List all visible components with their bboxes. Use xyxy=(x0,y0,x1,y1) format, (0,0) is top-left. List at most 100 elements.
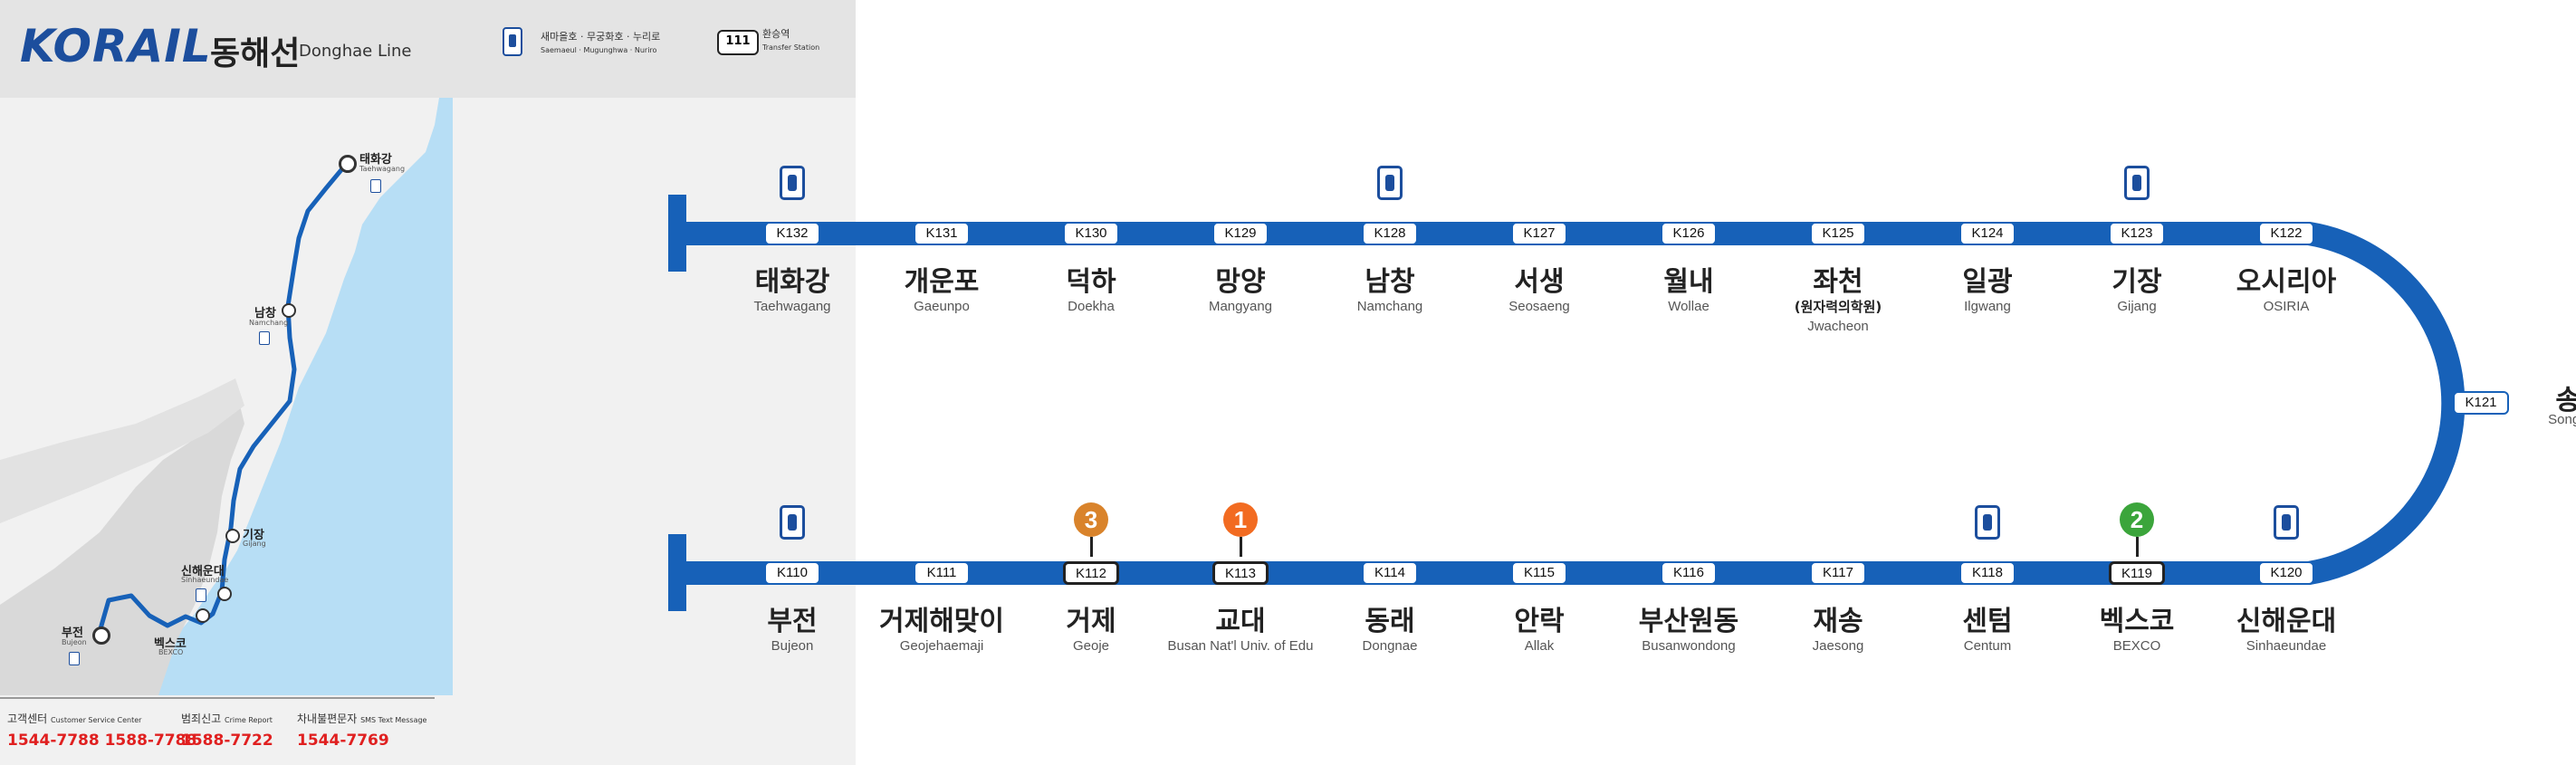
station-code-box: K115 xyxy=(1511,561,1567,585)
train-icon xyxy=(780,505,805,540)
station-name: 남창 xyxy=(1365,266,1415,298)
station-code-box: K124 xyxy=(1959,222,2016,245)
sea-area xyxy=(154,98,453,695)
station-name: 일광 xyxy=(1962,266,2013,298)
map-station-name: 벡스코 xyxy=(154,637,187,651)
footer-label-en: SMS Text Message xyxy=(360,716,427,724)
station-name: 신해운대 xyxy=(2236,606,2337,637)
train-icon xyxy=(2274,505,2299,540)
station-note: (원자력의학원) xyxy=(1794,299,1882,315)
train-icon xyxy=(780,166,805,200)
sms-message-phone: 1544-7769 xyxy=(297,732,389,750)
route-map xyxy=(0,98,453,695)
station-name: 좌천 xyxy=(1813,266,1863,298)
map-station-name: 태화강 xyxy=(359,153,392,167)
station-name-en: Bujeon xyxy=(771,638,814,654)
map-station-name-en: Namchang xyxy=(249,319,289,327)
map-station-name-en: Taehwagang xyxy=(359,165,406,173)
header-bar: KORAIL 동해선 Donghae Line 새마을호 · 무궁화호 · 누리… xyxy=(0,0,856,98)
station-name-en: Geoje xyxy=(1072,638,1110,654)
map-station-name-en: Sinhaeundae xyxy=(181,576,229,584)
station-name-en: BEXCO xyxy=(2112,638,2161,654)
station-name-en: Busan Nat'l Univ. of Edu xyxy=(1167,638,1314,654)
train-icon xyxy=(1975,505,2000,540)
station-code-box: K123 xyxy=(2109,222,2165,245)
station-code-box: K125 xyxy=(1810,222,1866,245)
station-name-en: Centum xyxy=(1963,638,2012,654)
station-code-box: K131 xyxy=(914,222,970,245)
land-shade-2 xyxy=(0,378,244,523)
legend-transfer-text: 환승역 Transfer Station xyxy=(762,27,819,54)
station-name-en: Seosaeng xyxy=(1508,299,1570,314)
station-name-en: Gijang xyxy=(2117,299,2157,314)
station-name: 월내 xyxy=(1663,266,1714,298)
footer-label-ko: 차내불편문자 xyxy=(297,712,358,725)
footer-label: 고객센터 Customer Service Center xyxy=(7,711,141,726)
station-name-en: Jaesong xyxy=(1812,638,1864,654)
station-name: 오시리아 xyxy=(2236,266,2337,298)
station-name-en: Doekha xyxy=(1068,299,1115,314)
train-icon xyxy=(2124,166,2150,200)
crime-report-phone: 1588-7722 xyxy=(181,732,273,750)
station-code-box: K112 xyxy=(1063,561,1119,585)
station-name: 개운포 xyxy=(904,266,980,298)
station-name: 망양 xyxy=(1215,266,1266,298)
badge-connector xyxy=(2135,537,2139,557)
map-station-name: 기장 xyxy=(243,529,264,542)
transfer-legend-box: 111 xyxy=(717,30,759,55)
customer-service-phone: 1544-7788 1588-7788 xyxy=(7,732,197,750)
station-code-box: K114 xyxy=(1362,561,1418,585)
station-name-en: Dongnae xyxy=(1362,638,1418,654)
station-code-box: K116 xyxy=(1661,561,1717,585)
station-name-en: Mangyang xyxy=(1208,299,1273,314)
station-code-box: K130 xyxy=(1063,222,1119,245)
map-station-marker xyxy=(225,529,240,543)
station-name: 교대 xyxy=(1215,606,1266,637)
footer-divider xyxy=(0,697,435,699)
footer-label-en: Customer Service Center xyxy=(51,716,142,724)
station-name: 벡스코 xyxy=(2099,606,2175,637)
station-code-box: K113 xyxy=(1212,561,1269,585)
station-name-en: Wollae xyxy=(1668,299,1709,314)
station-name: 안락 xyxy=(1514,606,1565,637)
map-station-name: 신해운대 xyxy=(181,565,225,579)
map-station-marker xyxy=(217,587,232,601)
station-name: 부산원동 xyxy=(1638,606,1739,637)
station-name: 부전 xyxy=(767,606,818,637)
station-code-box: K129 xyxy=(1212,222,1269,245)
map-station-name-en: BEXCO xyxy=(158,648,184,656)
map-station-marker xyxy=(196,608,210,623)
map-station-marker xyxy=(339,155,357,173)
station-name: 태화강 xyxy=(754,266,830,298)
station-code-box: K121 xyxy=(2453,391,2509,415)
station-name-en: Taehwagang xyxy=(753,299,831,314)
legend-train-en: Saemaeul · Mugunghwa · Nuriro xyxy=(541,46,657,54)
station-name: 덕하 xyxy=(1066,266,1116,298)
station-name-en: Allak xyxy=(1524,638,1555,654)
train-icon xyxy=(69,652,80,665)
station-code-box: K119 xyxy=(2109,561,2165,585)
footer-label: 차내불편문자 SMS Text Message xyxy=(297,711,426,726)
legend-transfer-en: Transfer Station xyxy=(762,43,820,52)
station-code-box: K127 xyxy=(1511,222,1567,245)
station-code-box: K128 xyxy=(1362,222,1418,245)
station-code-box: K126 xyxy=(1661,222,1717,245)
footer-label-ko: 고객센터 xyxy=(7,712,48,725)
train-icon xyxy=(503,27,522,56)
footer-label: 범죄신고 Crime Report xyxy=(181,711,273,726)
line-title-en: Donghae Line xyxy=(299,42,412,61)
map-station-marker xyxy=(92,626,110,645)
footer-label-ko: 범죄신고 xyxy=(181,712,222,725)
station-name-en: Busanwondong xyxy=(1642,638,1736,654)
station-name: 기장 xyxy=(2112,266,2162,298)
footer-label-en: Crime Report xyxy=(225,716,273,724)
station-name-en: Gaeunpo xyxy=(914,299,970,314)
station-code-box: K120 xyxy=(2258,561,2314,585)
route-line xyxy=(97,158,351,639)
station-name: 서생 xyxy=(1514,266,1565,298)
station-name-en: Jwacheon xyxy=(1807,319,1869,334)
station-code-box: K122 xyxy=(2258,222,2314,245)
station-name: 재송 xyxy=(1813,606,1863,637)
station-name-en: OSIRIA xyxy=(2263,299,2310,314)
